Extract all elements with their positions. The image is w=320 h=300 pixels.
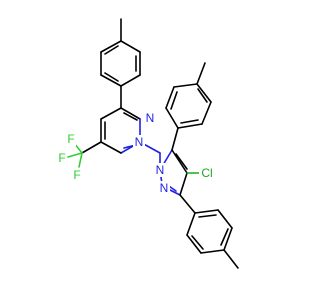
bond: [171, 127, 179, 151]
atom-label-nitrogen: N: [156, 163, 165, 177]
pyrimidine-ring: [100, 107, 161, 154]
bond: [191, 235, 204, 250]
tolyl-ring-top: [100, 18, 141, 109]
bond: [223, 249, 239, 269]
bond: [171, 149, 188, 174]
bond: [175, 153, 188, 170]
bond: [100, 74, 122, 87]
bond: [78, 152, 83, 168]
atom-label-nitrogen: N: [146, 111, 155, 125]
bond: [120, 74, 141, 87]
bond: [179, 194, 196, 214]
atom-label-chlorine: Cl: [201, 166, 212, 180]
bond: [165, 86, 175, 109]
bond: [104, 45, 119, 55]
atom-label-fluorine: F: [58, 151, 65, 165]
bond: [223, 227, 233, 251]
tolyl-ring-lower-right: [179, 194, 239, 269]
bond: [196, 62, 206, 85]
atom-label-fluorine: F: [73, 168, 80, 182]
bond: [198, 214, 217, 218]
bond: [170, 91, 178, 110]
bond: [186, 234, 202, 254]
chemical-structure-diagram: N N N N Cl F F F: [57, 18, 239, 269]
bond: [173, 83, 198, 88]
bond: [217, 209, 233, 229]
bond: [120, 40, 141, 53]
bond: [100, 107, 122, 120]
bond: [179, 172, 188, 196]
bond: [104, 72, 119, 82]
atom-labels: N N N N Cl F F F: [57, 111, 215, 195]
bond: [201, 101, 212, 125]
tolyl-ring-upper-right: [165, 62, 212, 151]
bond: [120, 107, 141, 120]
bond: [180, 119, 199, 124]
bond: [165, 107, 179, 129]
bond: [220, 228, 229, 246]
atom-label-fluorine: F: [67, 132, 74, 146]
bond: [177, 123, 203, 129]
bond: [194, 209, 219, 214]
bond: [197, 88, 208, 103]
bond: [100, 40, 122, 53]
atom-label-nitrogen: N: [160, 181, 169, 195]
bond: [123, 112, 138, 121]
bond: [81, 141, 102, 154]
bond: [200, 249, 225, 254]
bond: [100, 141, 122, 154]
bond: [67, 152, 83, 158]
atom-label-nitrogen: N: [135, 135, 144, 149]
bond: [196, 83, 212, 103]
bond: [186, 212, 196, 236]
